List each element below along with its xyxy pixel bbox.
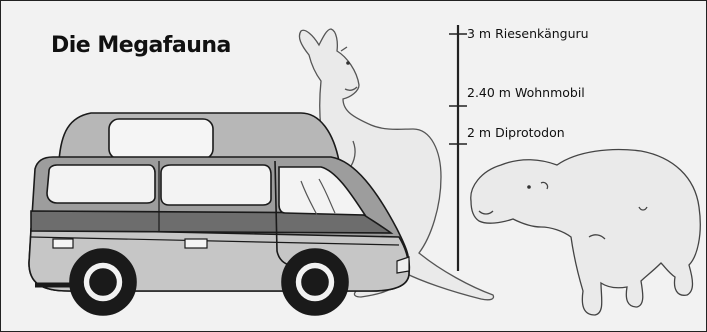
scale-label-wohnmobil: 2.40 m Wohnmobil [467, 85, 585, 100]
figure-title: Die Megafauna [51, 33, 231, 58]
side-window-rear [47, 165, 155, 203]
scale-label-riesenkaenguru: 3 m Riesenkänguru [467, 26, 589, 41]
roof-window [109, 119, 213, 159]
side-marker-middle [185, 239, 207, 248]
diprotodon-illustration [471, 150, 700, 315]
side-marker-rear [53, 239, 73, 248]
rear-wheel [70, 249, 136, 315]
height-scale [449, 25, 467, 271]
side-window-middle [161, 165, 271, 205]
front-wheel [282, 249, 348, 315]
scale-label-diprotodon: 2 m Diprotodon [467, 125, 565, 140]
